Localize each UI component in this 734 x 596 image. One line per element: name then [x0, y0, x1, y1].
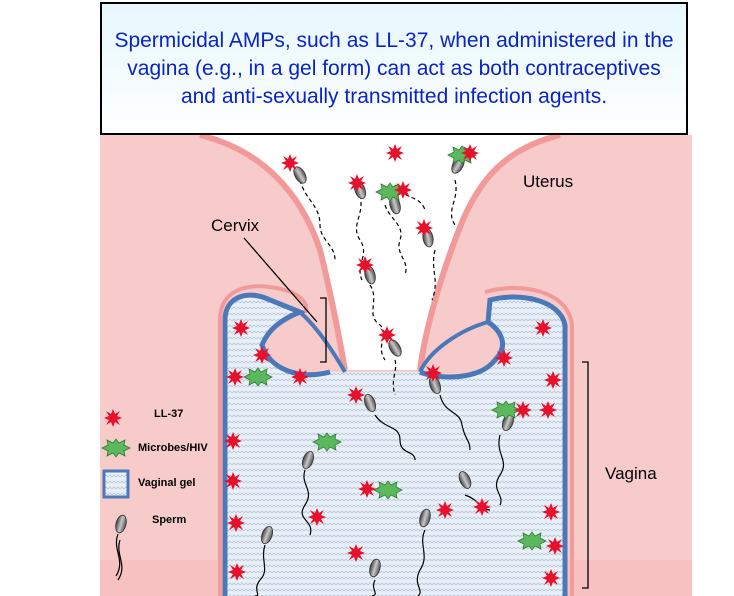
- ll37-icon: [104, 409, 122, 427]
- legend-label-microbes: Microbes/HIV: [138, 442, 208, 454]
- caption-box: Spermicidal AMPs, such as LL-37, when ad…: [100, 2, 688, 135]
- vagina-label: Vagina: [605, 464, 657, 483]
- legend-icons: [101, 409, 131, 577]
- uterus-label: Uterus: [523, 172, 574, 191]
- cervix-label: Cervix: [211, 216, 260, 235]
- vaginal-canal: [218, 284, 574, 596]
- legend-label-gel: Vaginal gel: [138, 477, 196, 489]
- legend-label-ll37: LL-37: [154, 408, 184, 420]
- gel-icon: [102, 469, 130, 499]
- sperm-tails: [117, 179, 505, 596]
- cervix-indicator: [243, 237, 327, 363]
- caption-text: Spermicidal AMPs, such as LL-37, when ad…: [114, 28, 674, 108]
- sperm-icon: [113, 513, 129, 577]
- vagina-indicator: [582, 361, 589, 589]
- legend-label-sperm: Sperm: [152, 514, 187, 526]
